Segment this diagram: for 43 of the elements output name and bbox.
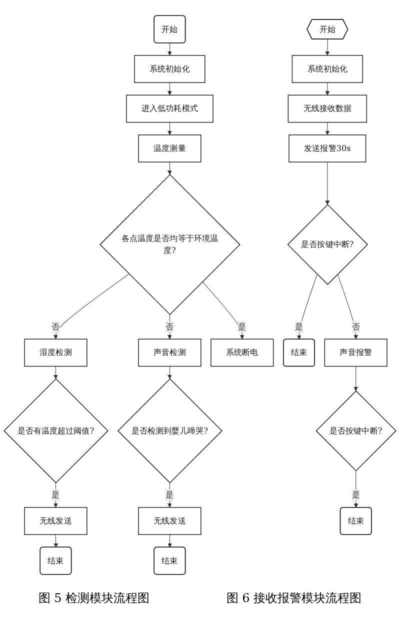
node-box: 系统初始化 — [292, 55, 363, 83]
node-box: 发送报警30s — [288, 134, 366, 162]
node-box: 无线发送 — [138, 507, 202, 535]
arrow — [325, 162, 330, 205]
arrow — [54, 534, 58, 548]
node-diamond: 是否按键中断? — [316, 390, 396, 472]
arrow — [354, 366, 358, 392]
node-box: 湿度检测 — [24, 338, 88, 367]
figure-caption: 图 6 接收报警模块流程图 — [226, 590, 362, 607]
edge-label: 否 — [52, 322, 60, 332]
arrow — [168, 534, 172, 548]
arrow — [337, 274, 358, 340]
arrow — [54, 274, 130, 340]
arrow — [168, 122, 172, 136]
edge-label: 否 — [166, 322, 174, 332]
node-box: 声音报警 — [324, 338, 388, 367]
node-box: 系统断电 — [210, 338, 274, 367]
figure-caption: 图 5 检测模块流程图 — [38, 590, 150, 607]
arrow — [168, 162, 172, 175]
edge-label: 是 — [294, 322, 304, 332]
node-box: 系统初始化 — [134, 55, 206, 83]
node-diamond: 各点温度是否均等于环境温度? — [100, 174, 240, 315]
node-box: 无线接收数据 — [288, 94, 368, 123]
node-diamond: 是否有温度超过阈值? — [4, 378, 108, 484]
arrow — [54, 366, 58, 380]
node-diamond: 是否按键中断? — [287, 204, 368, 285]
node-box: 进入低功耗模式 — [126, 94, 214, 123]
arrow — [325, 82, 330, 96]
edge-label: 是 — [352, 490, 360, 500]
edge-label: 是 — [166, 490, 174, 500]
arrow — [168, 42, 172, 56]
edge-label: 是 — [52, 490, 60, 500]
arrow — [168, 82, 172, 96]
edge-label: 是 — [238, 322, 246, 332]
node-box: 温度测量 — [138, 134, 202, 162]
arrow — [168, 366, 172, 380]
arrow — [202, 281, 244, 340]
node-diamond: 是否检测到婴儿啼哭? — [117, 378, 222, 484]
node-box: 无线发送 — [24, 507, 88, 535]
edge-label: 否 — [352, 322, 360, 332]
arrow — [325, 39, 330, 56]
arrow — [325, 122, 330, 136]
node-box: 声音检测 — [138, 338, 202, 367]
